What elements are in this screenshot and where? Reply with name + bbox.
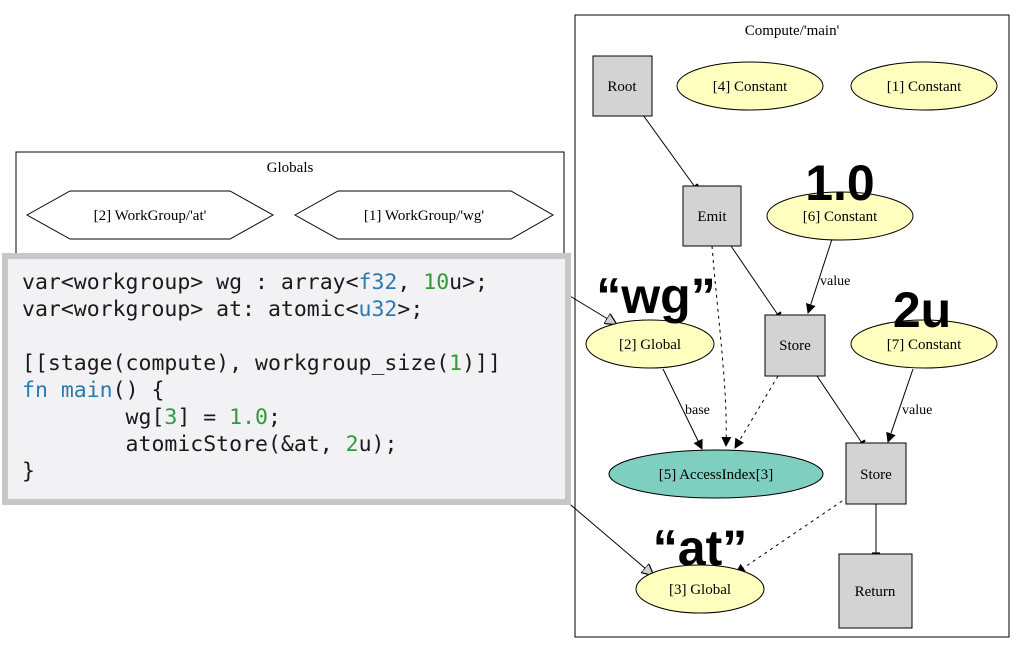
node-return-shape	[838, 553, 913, 629]
code-block: var<workgroup> wg : array<f32, 10u>; var…	[8, 259, 565, 485]
edge-root-emit	[642, 114, 699, 190]
edge-emit-store1	[730, 245, 782, 318]
node-constant-1: [1] Constant	[887, 79, 962, 95]
code-line-6: wg[3] = 1.0;	[22, 405, 281, 430]
code-line-1: var<workgroup> wg : array<f32, 10u>;	[22, 270, 489, 295]
edge-label-base: base	[685, 403, 710, 418]
node-constant-7-shape	[850, 319, 998, 369]
node-store-1: Store	[779, 338, 811, 354]
node-root: Root	[607, 79, 637, 95]
node-emit: Emit	[697, 209, 727, 225]
node-global-3-shape	[635, 564, 765, 614]
edge-store1-store2	[816, 375, 866, 446]
edge-global2-access5	[662, 368, 703, 450]
node-global-3: [3] Global	[669, 582, 731, 598]
edge-emit-access5	[711, 245, 732, 447]
code-snippet-panel: var<workgroup> wg : array<f32, 10u>; var…	[2, 253, 571, 505]
node-constant-4-shape	[676, 61, 824, 111]
node-constant-6: [6] Constant	[803, 209, 878, 225]
node-root-shape	[592, 55, 653, 117]
code-line-2: var<workgroup> at: atomic<u32>;	[22, 297, 424, 322]
edge-label-value-2: value	[902, 403, 932, 418]
node-workgroup-wg-shape	[293, 190, 555, 240]
node-workgroup-at: [2] WorkGroup/'at'	[94, 208, 207, 224]
node-workgroup-wg: [1] WorkGroup/'wg'	[364, 208, 484, 224]
cluster-globals-label: Globals	[267, 160, 314, 176]
node-constant-1-shape	[850, 61, 998, 111]
edge-const7-store2	[886, 368, 914, 443]
edge-const6-store1	[806, 235, 834, 314]
node-workgroup-at-shape	[25, 190, 275, 240]
cluster-compute-label: Compute/'main'	[745, 23, 840, 39]
node-return: Return	[855, 584, 896, 600]
node-emit-shape	[682, 185, 742, 247]
edge-workgroup-at-global3	[564, 499, 653, 575]
node-store-2: Store	[860, 467, 892, 483]
edge-store2-global3	[735, 496, 849, 574]
node-global-2: [2] Global	[619, 337, 681, 353]
node-access-index-5: [5] AccessIndex[3]	[659, 467, 774, 483]
edge-label-value-1: value	[820, 274, 850, 289]
node-access-index-5-shape	[608, 449, 824, 499]
annotation-two-u: 2u	[893, 282, 951, 338]
node-global-2-shape	[585, 319, 715, 369]
node-constant-6-shape	[766, 191, 914, 241]
annotation-at: “at”	[653, 520, 747, 576]
annotation-one-point-zero: 1.0	[805, 155, 875, 211]
code-line-4: [[stage(compute), workgroup_size(1)]]	[22, 351, 501, 376]
node-constant-4: [4] Constant	[713, 79, 788, 95]
node-constant-7: [7] Constant	[887, 337, 962, 353]
node-store-1-shape	[764, 314, 826, 377]
node-store-2-shape	[845, 442, 907, 505]
code-line-5: fn main() {	[22, 378, 165, 403]
code-line-8: }	[22, 459, 35, 484]
annotation-wg: “wg”	[596, 268, 715, 324]
code-line-7: atomicStore(&at, 2u);	[22, 432, 398, 457]
